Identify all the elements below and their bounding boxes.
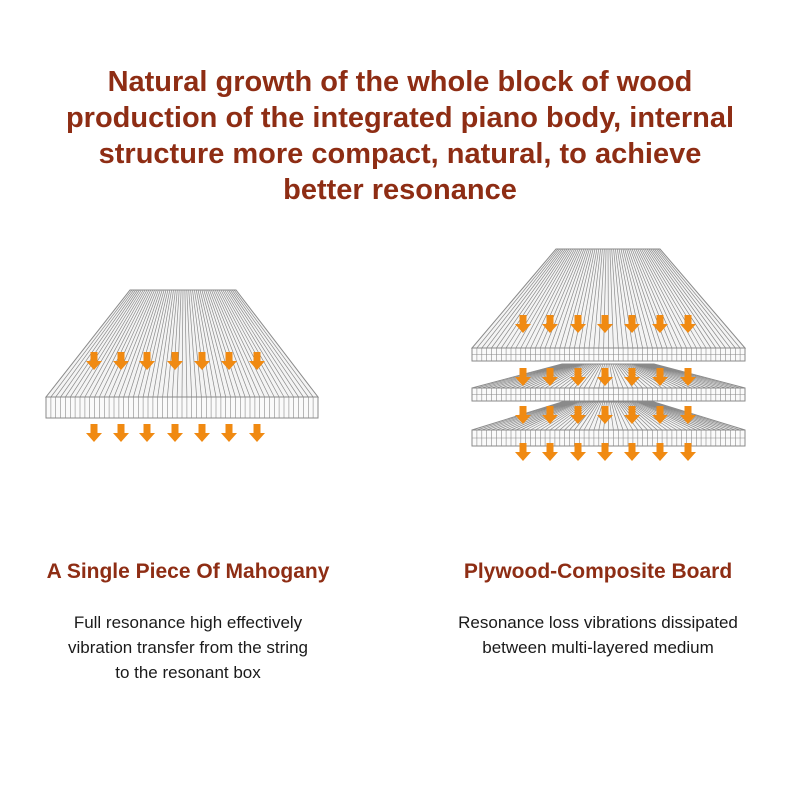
down-arrow-icon bbox=[113, 352, 129, 370]
down-arrow-icon bbox=[515, 368, 531, 386]
down-arrow-icon bbox=[167, 352, 183, 370]
board bbox=[470, 248, 747, 362]
down-arrow-icon bbox=[515, 406, 531, 424]
down-arrow-icon bbox=[652, 315, 668, 333]
down-arrow-icon bbox=[597, 443, 613, 461]
mahogany-description: Full resonance high effectively vibratio… bbox=[8, 610, 368, 685]
down-arrow-icon bbox=[194, 352, 210, 370]
down-arrow-icon bbox=[542, 315, 558, 333]
down-arrow-icon bbox=[652, 443, 668, 461]
mahogany-title: A Single Piece Of Mahogany bbox=[46, 560, 330, 583]
plywood-title: Plywood-Composite Board bbox=[463, 560, 733, 583]
description-line: between multi-layered medium bbox=[482, 638, 714, 657]
headline-line: structure more compact, natural, to achi… bbox=[98, 138, 702, 170]
down-arrow-icon bbox=[680, 368, 696, 386]
down-arrow-icon bbox=[515, 443, 531, 461]
down-arrow-icon bbox=[194, 424, 210, 442]
down-arrow-icon bbox=[113, 424, 129, 442]
down-arrow-icon bbox=[680, 406, 696, 424]
description-line: vibration transfer from the string bbox=[68, 638, 308, 657]
headline-line: Natural growth of the whole block of woo… bbox=[107, 66, 693, 98]
down-arrow-icon bbox=[597, 368, 613, 386]
board-edge-lines bbox=[50, 397, 314, 418]
headline-line: production of the integrated piano body,… bbox=[65, 102, 735, 134]
plywood-board-illustration bbox=[470, 248, 747, 461]
down-arrow-icon bbox=[167, 424, 183, 442]
headline-line: better resonance bbox=[283, 174, 517, 206]
down-arrow-icon bbox=[570, 443, 586, 461]
down-arrow-icon bbox=[542, 368, 558, 386]
board-edge-lines bbox=[472, 430, 745, 446]
down-arrow-icon bbox=[624, 406, 640, 424]
down-arrow-icon bbox=[249, 424, 265, 442]
down-arrow-icon bbox=[680, 443, 696, 461]
down-arrow-icon bbox=[86, 424, 102, 442]
down-arrow-icon bbox=[542, 443, 558, 461]
down-arrow-icon bbox=[570, 315, 586, 333]
down-arrow-icon bbox=[221, 424, 237, 442]
down-arrow-icon bbox=[86, 352, 102, 370]
down-arrow-icon bbox=[139, 424, 155, 442]
down-arrow-icon bbox=[652, 406, 668, 424]
down-arrow-icon bbox=[139, 352, 155, 370]
headline: Natural growth of the whole block of woo… bbox=[20, 64, 780, 208]
down-arrow-icon bbox=[249, 352, 265, 370]
wood-grain-lines bbox=[476, 248, 741, 349]
down-arrow-icon bbox=[597, 406, 613, 424]
description-line: to the resonant box bbox=[115, 663, 261, 682]
down-arrow-icon bbox=[221, 352, 237, 370]
down-arrow-icon bbox=[680, 315, 696, 333]
board-edge-lines bbox=[472, 388, 745, 401]
wood-grain-lines bbox=[50, 289, 314, 398]
mahogany-board-illustration bbox=[44, 289, 320, 442]
down-arrow-icon bbox=[570, 406, 586, 424]
plywood-description: Resonance loss vibrations dissipated bet… bbox=[418, 610, 778, 660]
down-arrow-icon bbox=[597, 315, 613, 333]
description-line: Resonance loss vibrations dissipated bbox=[458, 613, 738, 632]
down-arrow-icon bbox=[624, 315, 640, 333]
down-arrow-icon bbox=[624, 443, 640, 461]
down-arrow-icon bbox=[570, 368, 586, 386]
down-arrow-icon bbox=[624, 368, 640, 386]
down-arrow-icon bbox=[652, 368, 668, 386]
description-line: Full resonance high effectively bbox=[73, 613, 303, 632]
down-arrow-icon bbox=[542, 406, 558, 424]
down-arrow-icon bbox=[515, 315, 531, 333]
board-edge-lines bbox=[472, 348, 745, 361]
board bbox=[44, 289, 320, 419]
